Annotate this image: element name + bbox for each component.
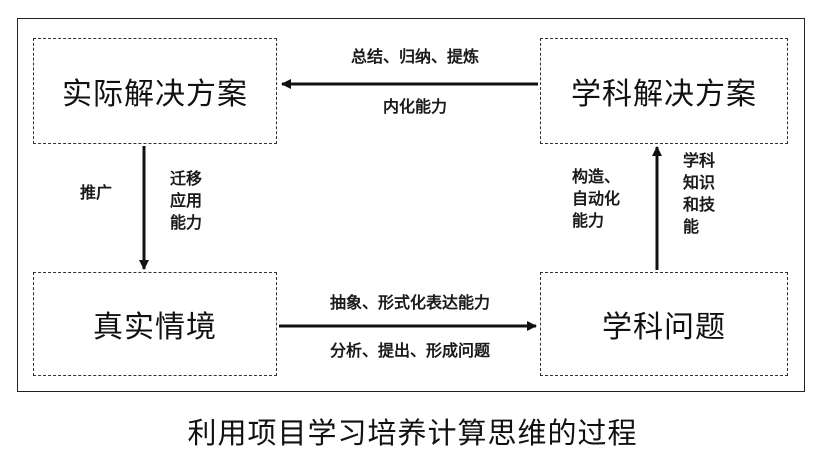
diagram-frame xyxy=(17,18,805,392)
label-internalize: 内化能力 xyxy=(382,97,447,116)
diagram-caption: 利用项目学习培养计算思维的过程 xyxy=(187,416,638,450)
label-analysis: 分析、提出、形成问题 xyxy=(329,341,490,360)
label-construct: 构造、 自动化 能力 xyxy=(572,167,621,230)
box-real-situation: 真实情境 xyxy=(33,272,277,376)
box-practical-solution: 实际解决方案 xyxy=(33,38,277,144)
box-subject-solution: 学科解决方案 xyxy=(540,38,788,144)
label-subject-knowledge: 学科 知识 和技 能 xyxy=(683,151,716,236)
label-transfer-apply: 迁移 应用 能力 xyxy=(170,169,203,232)
label-abstraction: 抽象、形式化表达能力 xyxy=(329,293,490,312)
label-promote: 推广 xyxy=(80,183,113,202)
box-subject-problem: 学科问题 xyxy=(540,272,788,376)
label-summarize: 总结、归纳、提炼 xyxy=(350,47,479,66)
